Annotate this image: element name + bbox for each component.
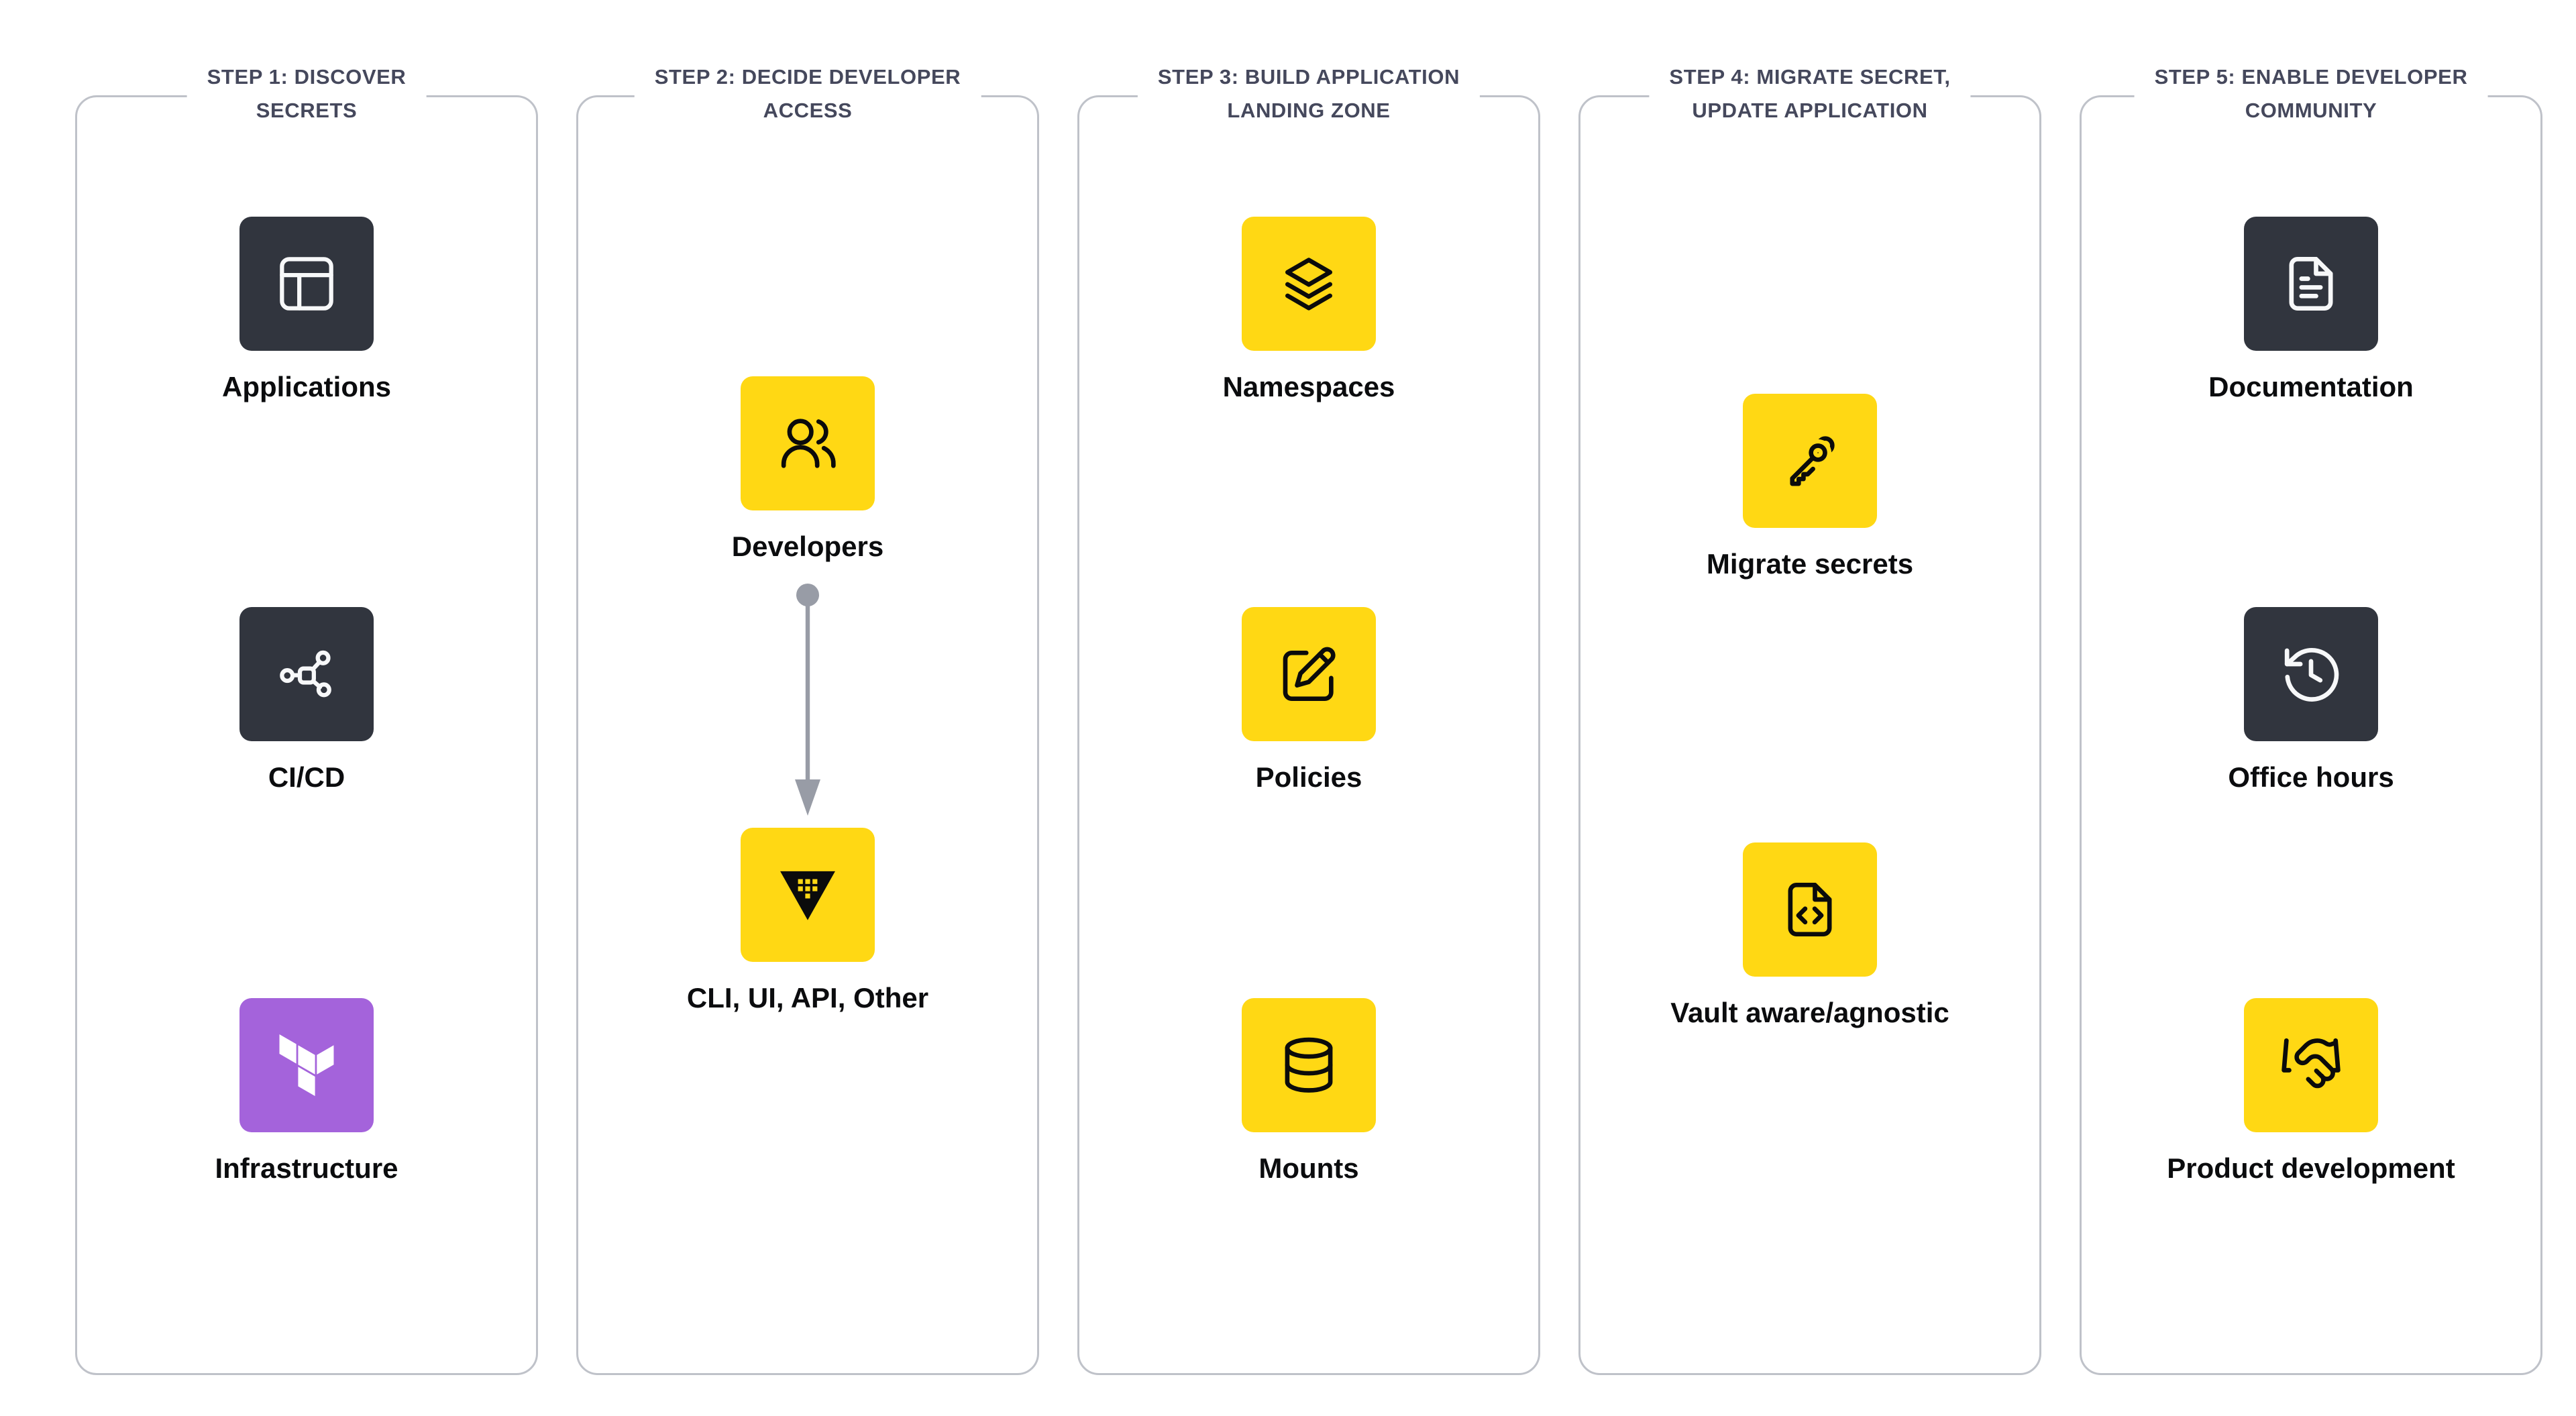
vault-access-label: CLI, UI, API, Other [686, 982, 929, 1014]
keys-icon [1786, 436, 1835, 490]
documentation-label: Documentation [2208, 371, 2414, 402]
mounts-node: Mounts [1079, 998, 1538, 1185]
product-development-node: Product development [2082, 998, 2540, 1185]
infrastructure-label: Infrastructure [215, 1152, 398, 1184]
policies-node: Policies [1079, 607, 1538, 794]
applications-tile [239, 217, 374, 351]
step-5-title-line1: STEP 5: ENABLE DEVELOPER [2154, 65, 2468, 89]
handshake-icon [2282, 1038, 2341, 1089]
office-hours-label: Office hours [2228, 761, 2394, 793]
infrastructure-tile [239, 998, 374, 1132]
step-1-title-line1: STEP 1: DISCOVER [207, 65, 407, 89]
history-icon [2284, 647, 2339, 702]
office-hours-tile [2244, 607, 2378, 741]
namespaces-tile [1242, 217, 1376, 351]
webhook-icon [280, 650, 331, 698]
product-development-label: Product development [2167, 1152, 2455, 1184]
file-code-icon [1788, 883, 1832, 936]
cicd-tile [239, 607, 374, 741]
migrate-secrets-tile [1743, 394, 1877, 528]
step-1-column: STEP 1: DISCOVER SECRETS Applications [75, 60, 538, 1375]
step-2-title: STEP 2: DECIDE DEVELOPER ACCESS [634, 60, 981, 127]
vault-aware-tile [1743, 842, 1877, 977]
step-3-title-line1: STEP 3: BUILD APPLICATION [1157, 65, 1460, 89]
users-icon [781, 419, 836, 468]
office-hours-node: Office hours [2082, 607, 2540, 794]
product-development-tile [2244, 998, 2378, 1132]
namespaces-label: Namespaces [1222, 371, 1395, 402]
step-3-title-line2: LANDING ZONE [1227, 99, 1391, 122]
step-4-column: STEP 4: MIGRATE SECRET, UPDATE APPLICATIO… [1578, 60, 2041, 1375]
infrastructure-node: Infrastructure [77, 998, 536, 1185]
vault-access-node: CLI, UI, API, Other [578, 828, 1037, 1014]
cicd-label: CI/CD [268, 761, 345, 793]
step-5-title: STEP 5: ENABLE DEVELOPER COMMUNITY [2134, 60, 2488, 127]
policies-label: Policies [1255, 761, 1362, 793]
database-icon [1285, 1037, 1333, 1093]
step-3-column: STEP 3: BUILD APPLICATION LANDING ZONE Na… [1077, 60, 1540, 1375]
step-4-title-line2: UPDATE APPLICATION [1692, 99, 1928, 122]
step-5-title-line2: COMMUNITY [2245, 99, 2377, 122]
cicd-node: CI/CD [77, 607, 536, 794]
policies-tile [1242, 607, 1376, 741]
vault-access-tile [741, 828, 875, 962]
step-5-column: STEP 5: ENABLE DEVELOPER COMMUNITY Docume… [2080, 60, 2542, 1375]
step-2-column: STEP 2: DECIDE DEVELOPER ACCESS Developer… [576, 60, 1039, 1375]
migrate-secrets-node: Migrate secrets [1580, 394, 2039, 580]
vault-logo-icon [780, 871, 835, 920]
step-4-title: STEP 4: MIGRATE SECRET, UPDATE APPLICATIO… [1649, 60, 1971, 127]
layers-icon [1285, 258, 1332, 311]
vault-aware-node: Vault aware/agnostic [1580, 842, 2039, 1029]
file-text-icon [2289, 257, 2333, 311]
developers-label: Developers [731, 531, 884, 562]
developers-tile [741, 376, 875, 510]
step-2-title-line1: STEP 2: DECIDE DEVELOPER [654, 65, 961, 89]
edit-pen-icon [1283, 647, 1336, 701]
step-1-title-line2: SECRETS [256, 99, 358, 122]
app-window-icon [280, 257, 333, 311]
migrate-secrets-label: Migrate secrets [1706, 548, 1914, 580]
documentation-tile [2244, 217, 2378, 351]
terraform-icon [279, 1034, 334, 1096]
vault-adoption-diagram: STEP 1: DISCOVER SECRETS Applications [75, 60, 2542, 1375]
namespaces-node: Namespaces [1079, 217, 1538, 403]
mounts-label: Mounts [1258, 1152, 1359, 1184]
step-4-title-line1: STEP 4: MIGRATE SECRET, [1669, 65, 1951, 89]
documentation-node: Documentation [2082, 217, 2540, 403]
mounts-tile [1242, 998, 1376, 1132]
applications-label: Applications [221, 371, 392, 402]
step-2-title-line2: ACCESS [763, 99, 853, 122]
step-3-title: STEP 3: BUILD APPLICATION LANDING ZONE [1137, 60, 1481, 127]
vault-aware-label: Vault aware/agnostic [1670, 997, 1949, 1028]
step-1-title: STEP 1: DISCOVER SECRETS [186, 60, 427, 127]
developers-node: Developers [578, 376, 1037, 563]
arrow-down-connector [795, 584, 820, 816]
applications-node: Applications [77, 217, 536, 403]
